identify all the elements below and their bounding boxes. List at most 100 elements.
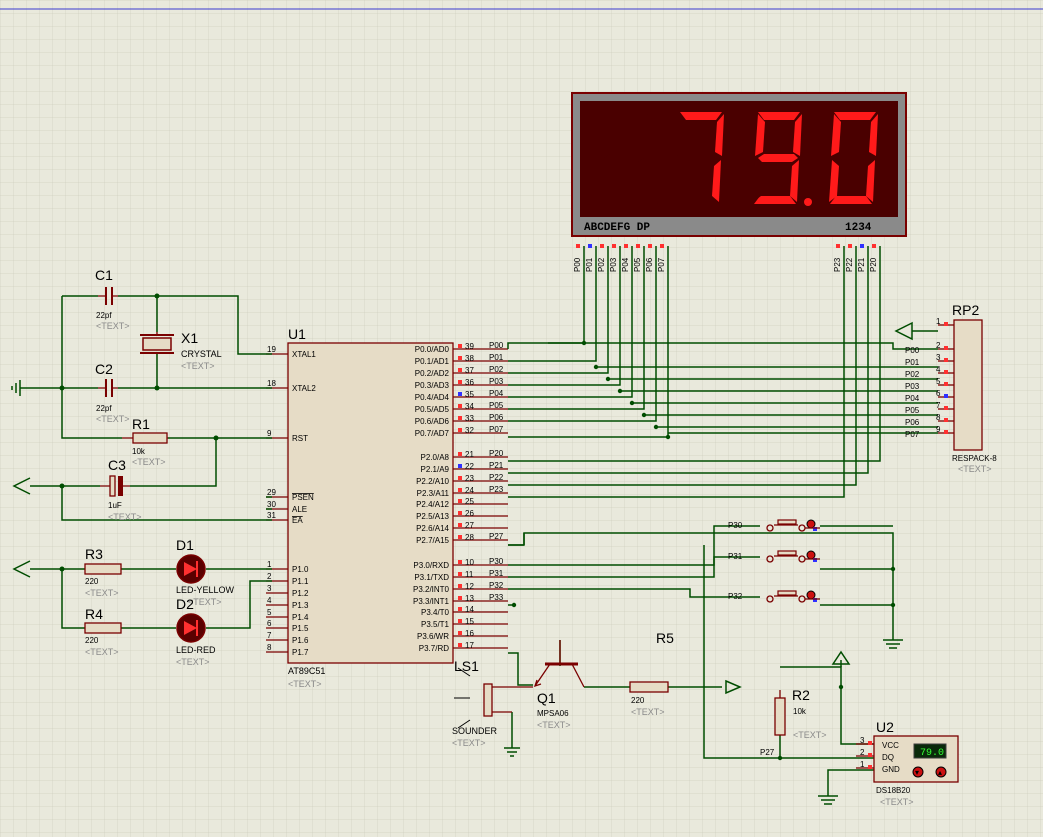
u1-net-label: P01 [489, 353, 504, 362]
u1-pin-5[interactable]: 5P1.4 [266, 608, 309, 622]
pushbutton-P31[interactable]: P31 [728, 550, 820, 563]
u1-pin-6[interactable]: 6P1.5 [266, 619, 309, 633]
pushbutton-P30[interactable]: P30 [728, 519, 820, 532]
u1-pin-7[interactable]: 7P1.6 [266, 631, 309, 645]
u1-pin-number: 7 [267, 631, 272, 640]
r3-resistor[interactable]: R3 220 <TEXT> [84, 546, 122, 598]
segment-a [758, 112, 800, 120]
u1-pin-8[interactable]: 8P1.7 [266, 643, 309, 657]
r1-ref: R1 [132, 416, 150, 432]
segment-c [866, 160, 875, 202]
display-seg-pin-P05[interactable]: P05 [633, 244, 642, 272]
c1-capacitor[interactable]: C1 22pf <TEXT> [95, 267, 130, 331]
q1-transistor[interactable]: Q1 MPSA06 <TEXT> [533, 640, 585, 730]
display-seg-pin-P01[interactable]: P01 [585, 244, 594, 272]
port2-bus [508, 246, 881, 498]
d1-led-yellow[interactable]: D1 LED-YELLOW <TEXT> [176, 537, 235, 607]
rp2-pin-1[interactable]: 1 [936, 317, 954, 326]
c3-value: 1uF [108, 501, 122, 510]
segment-e [753, 160, 763, 202]
display-seg-pin-P04[interactable]: P04 [621, 244, 630, 272]
segment-e [829, 160, 839, 202]
display-seg-pin-P02[interactable]: P02 [597, 244, 606, 272]
oscillator-section [20, 293, 272, 441]
d2-led-red[interactable]: D2 LED-RED <TEXT> [176, 596, 216, 667]
u2-temp-down-button[interactable] [912, 766, 924, 778]
display-seg-pin-P00[interactable]: P00 [573, 244, 582, 272]
display-com-pin-P21[interactable]: P21 [857, 244, 866, 272]
display-seg-pin-P07[interactable]: P07 [657, 244, 666, 272]
c3-capacitor[interactable]: C3 1uF <TEXT> [100, 457, 142, 522]
u2-pin-dq[interactable]: 2DQ [856, 748, 894, 762]
svg-text:P00: P00 [573, 257, 582, 272]
u1-pin-number: 37 [465, 366, 474, 375]
rp2-resistor-pack[interactable]: RP2 RESPACK-8 <TEXT> 12P003P014P025P036P… [905, 302, 997, 474]
u1-pin-3[interactable]: 3P1.2 [266, 584, 309, 598]
r4-resistor[interactable]: R4 220 <TEXT> [84, 606, 122, 657]
display-com-pin-P23[interactable]: P23 [833, 244, 842, 272]
display-seg-pin-P06[interactable]: P06 [645, 244, 654, 272]
u1-net-label: P20 [489, 449, 504, 458]
display-seg-pin-P03[interactable]: P03 [609, 244, 618, 272]
x1-crystal[interactable]: X1 CRYSTAL <TEXT> [140, 330, 222, 371]
pushbutton-P32[interactable]: P32 [728, 590, 820, 603]
u1-pin-4[interactable]: 4P1.3 [266, 596, 309, 610]
u1-microcontroller[interactable]: U1 AT89C51 <TEXT> 19XTAL118XTAL29RST29PS… [266, 326, 508, 689]
ls1-sounder[interactable]: LS1 SOUNDER <TEXT> [452, 658, 533, 748]
svg-text:5: 5 [936, 377, 941, 386]
r2-resistor[interactable]: R2 10k <TEXT> P27 [760, 687, 827, 757]
display-com-pin-P22[interactable]: P22 [845, 244, 854, 272]
u1-pin-name: PSEN [292, 493, 314, 502]
r1-resistor[interactable]: R1 10k <TEXT> [122, 416, 168, 467]
u2-part: DS18B20 [876, 786, 911, 795]
r5-resistor[interactable]: R5 220 <TEXT> [629, 630, 674, 717]
u1-pin-name: P3.3/INT1 [413, 597, 450, 606]
arrow-r5 [725, 679, 742, 695]
display-com-pin-P20[interactable]: P20 [869, 244, 878, 272]
u2-temp-up-button[interactable] [935, 766, 947, 778]
c2-capacitor[interactable]: C2 22pf <TEXT> [95, 361, 130, 424]
u1-pin-name: P2.1/A9 [421, 465, 450, 474]
u1-pin-name: P0.3/AD3 [415, 381, 450, 390]
u1-pin-number: 24 [465, 486, 474, 495]
r3-value: 220 [85, 577, 99, 586]
segment-f [831, 114, 841, 156]
